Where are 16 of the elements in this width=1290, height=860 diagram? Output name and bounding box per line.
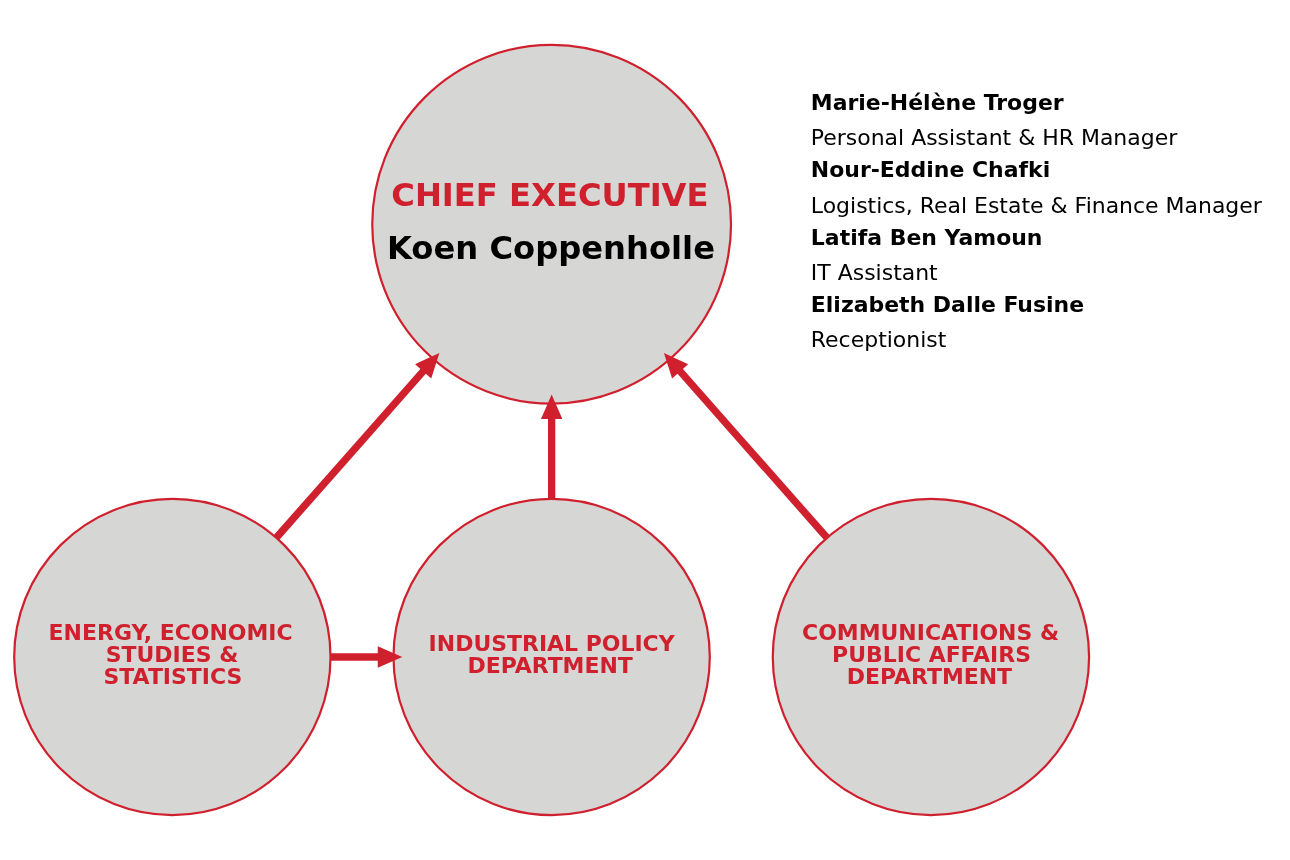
label: Logistics, Real Estate & Finance Manager	[810, 192, 1262, 218]
arrow	[540, 394, 563, 499]
node-circle: CHIEF EXECUTIVE Koen Coppenholle	[371, 43, 733, 405]
label: Personal Assistant & HR Manager	[810, 125, 1178, 151]
label: Marie-Hélène Troger	[810, 90, 1064, 116]
label: IT Assistant	[810, 259, 938, 285]
label: Receptionist	[810, 327, 947, 353]
node-circle: INDUSTRIAL POLICY DEPARTMENT	[392, 497, 711, 817]
arrow	[273, 352, 440, 540]
label: Latifa Ben Yamoun	[810, 224, 1043, 250]
label: Elizabeth Dalle Fusine	[810, 292, 1085, 318]
node-circle: COMMUNICATIONS & PUBLIC AFFAIRS DEPARTMENT	[771, 497, 1091, 817]
node-circle: ENERGY, ECONOMIC STUDIES & STATISTICS	[13, 497, 332, 817]
arrow	[330, 646, 403, 668]
arrow	[663, 352, 830, 540]
label: Nour-Eddine Chafki	[810, 157, 1051, 183]
